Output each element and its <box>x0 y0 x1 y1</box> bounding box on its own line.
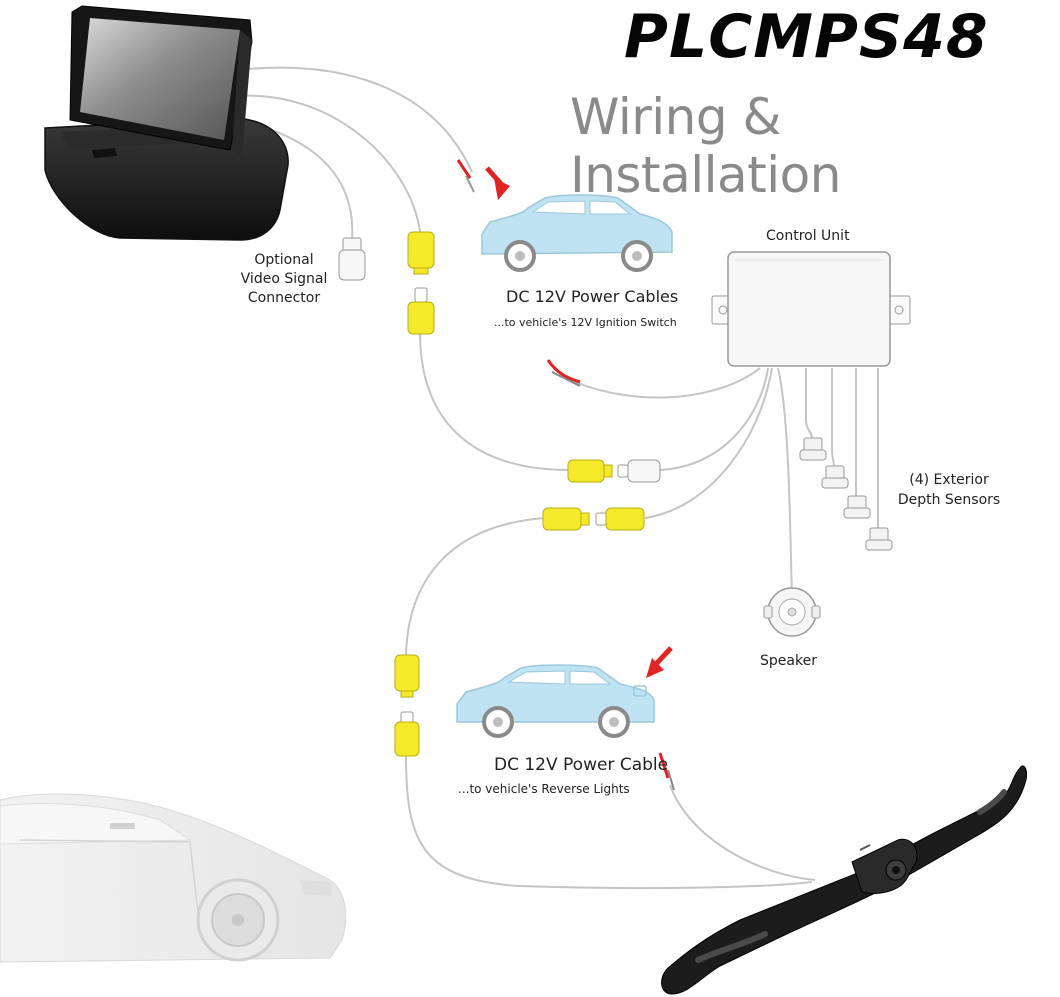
ignition-cable-red-tip <box>456 159 472 179</box>
control-unit-icon <box>711 251 911 367</box>
power-cable-subtitle: ...to vehicle's Reverse Lights <box>458 782 630 796</box>
control-cable-red-tip <box>546 359 581 384</box>
sensors-label: (4) Exterior Depth Sensors <box>890 470 1008 510</box>
yellow-plug-icon <box>407 231 435 275</box>
sensor-icon <box>843 495 871 519</box>
power-cables-title: DC 12V Power Cables <box>506 287 679 306</box>
sensor-wire-2 <box>831 368 835 467</box>
sensors-label-line: Depth Sensors <box>897 492 1001 508</box>
car-icon <box>456 664 655 738</box>
reverse-power-wire <box>669 784 816 881</box>
monitor-power-wire <box>237 66 473 173</box>
page-subtitle: Wiring & Installation <box>570 88 841 204</box>
power-cable-tips <box>456 159 675 791</box>
arrow-down-left-icon <box>646 646 673 678</box>
sensors <box>799 437 893 551</box>
yellow-plug-icon <box>542 507 590 531</box>
yellow-plug-icon <box>407 287 435 335</box>
speaker-label: Speaker <box>760 653 817 669</box>
reverse-cable-grey-tip <box>667 769 675 791</box>
wires <box>237 66 879 890</box>
control-unit-label: Control Unit <box>766 228 850 244</box>
camera-video-control-wire <box>644 367 773 519</box>
video-to-junction-wire <box>419 331 571 471</box>
plug-to-camera-wire <box>405 754 813 890</box>
control-speaker-wire <box>777 367 793 596</box>
power-cables-subtitle: ...to vehicle's 12V Ignition Switch <box>494 316 677 329</box>
sensor-icon <box>865 527 893 551</box>
yellow-plug-icon <box>567 459 613 483</box>
video-connector-label-line: Video Signal <box>240 271 328 287</box>
ignition-to-control-wire <box>574 367 761 399</box>
background-car-icon <box>0 793 347 963</box>
car-icon <box>481 194 673 272</box>
yellow-plug-icon <box>394 711 420 757</box>
sensor-icon <box>821 465 849 489</box>
junction-to-control-wire <box>657 367 769 471</box>
speaker-icon <box>763 587 821 637</box>
sensors-label-line: (4) Exterior <box>909 472 989 488</box>
sensor-wire-1 <box>805 368 813 439</box>
yellow-plug-icon <box>595 507 645 531</box>
red-arrows <box>485 166 673 678</box>
monitor-video-wire <box>237 94 421 233</box>
video-connector-label-line: Optional <box>254 252 314 268</box>
reverse-cable-red-tip <box>658 752 670 779</box>
white-plug-icon <box>617 459 661 483</box>
control-cable-grey-tip <box>551 371 581 387</box>
power-cable-title: DC 12V Power Cable <box>494 755 669 775</box>
ignition-cable-grey-tip <box>465 175 475 193</box>
license-plate-camera-icon <box>661 765 1027 995</box>
junction-to-camera-plug-wire <box>405 517 546 656</box>
yellow-plug-icon <box>394 654 420 698</box>
video-connector-label-line: Connector <box>247 290 321 306</box>
arrow-down-right-icon <box>485 166 510 200</box>
rca-plugs <box>338 231 661 757</box>
sensor-icon <box>799 437 827 461</box>
video-connector-label: Optional Video Signal Connector <box>236 251 332 308</box>
monitor-icon <box>44 5 289 241</box>
optional-video-connector-icon <box>338 237 366 281</box>
brand-title: PLCMPS48 <box>624 2 989 72</box>
